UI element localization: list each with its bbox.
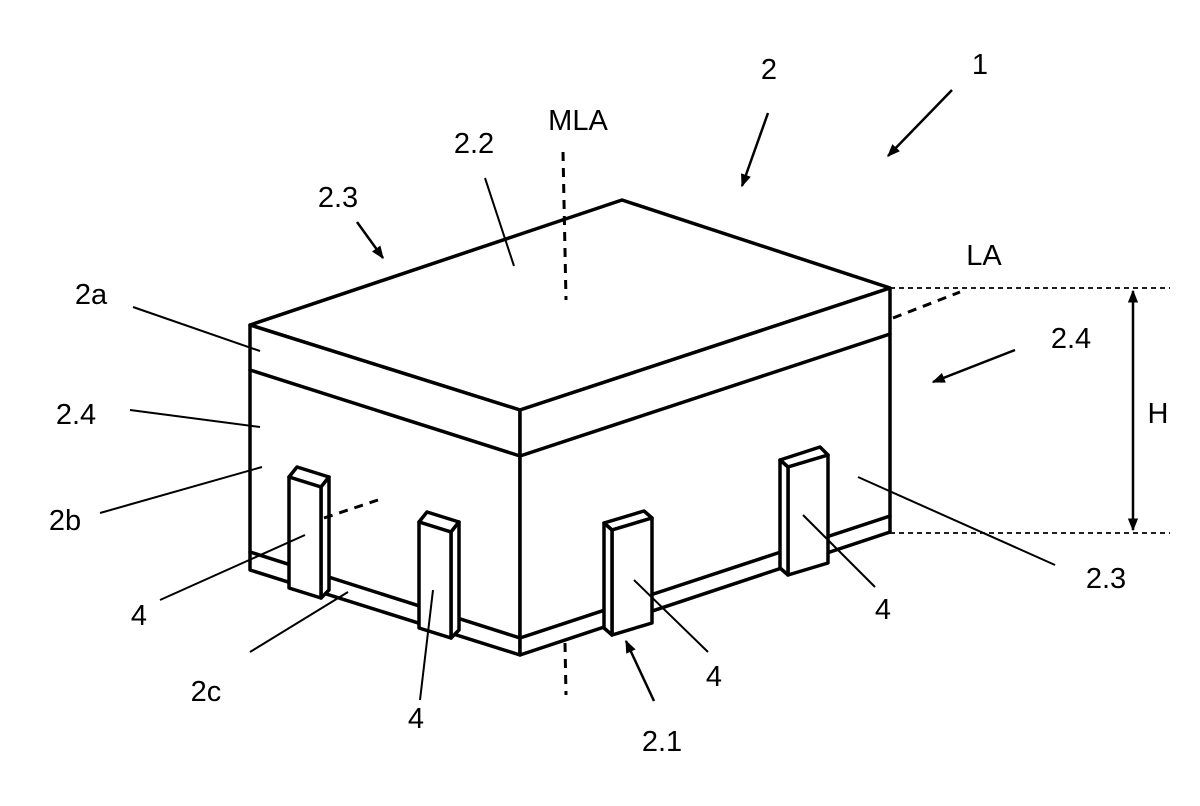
leader-4-a: [159, 534, 306, 601]
label-ref-1: 1: [972, 49, 988, 81]
leader-2-4-left: [129, 409, 261, 428]
mla-axis-top: [561, 151, 568, 301]
label-ref-2: 2: [761, 54, 777, 86]
leader-2b: [99, 466, 263, 514]
leader-2-2: [484, 177, 515, 267]
label-ref-2-2: 2.2: [454, 128, 494, 160]
label-ref-2-1: 2.1: [642, 726, 682, 758]
ref-2-4-right-arrow: [931, 348, 1016, 384]
label-ref-4-b: 4: [408, 703, 424, 735]
leader-2-3-right: [857, 476, 1056, 566]
label-ref-2-4-right: 2.4: [1051, 323, 1091, 355]
label-ref-4-c: 4: [706, 661, 722, 693]
mla-axis-bottom: [563, 642, 568, 696]
contact-pin: [602, 509, 654, 637]
leader-4-b: [419, 589, 434, 701]
label-ref-2-3-right: 2.3: [1086, 563, 1126, 595]
ref-2-3-top-arrow: [355, 221, 385, 260]
contact-pin: [287, 465, 331, 600]
label-ref-4-d: 4: [875, 594, 891, 626]
contact-pin: [778, 445, 830, 577]
label-mla: MLA: [548, 105, 608, 137]
contact-pin: [417, 510, 461, 640]
ref-1-arrow: [887, 89, 953, 157]
leader-4-c: [633, 579, 709, 653]
label-ref-4-a: 4: [131, 600, 147, 632]
label-ref-2c: 2c: [191, 676, 222, 708]
label-ref-2b: 2b: [49, 505, 81, 537]
cover-layer-line-right: [518, 332, 892, 458]
label-ref-2-4-left: 2.4: [56, 399, 96, 431]
leader-2c: [249, 591, 349, 653]
leader-4-d: [802, 514, 876, 588]
ref-2-1-arrow: [624, 639, 656, 702]
label-ref-2a: 2a: [75, 279, 108, 311]
label-ref-2-3-top: 2.3: [318, 182, 358, 214]
la-axis-right: [892, 290, 961, 320]
ref-2-arrow: [740, 112, 770, 188]
label-height: H: [1148, 398, 1169, 430]
leader-2a: [132, 306, 261, 352]
label-la: LA: [966, 240, 1002, 272]
cover-layer-line-left: [248, 368, 522, 458]
